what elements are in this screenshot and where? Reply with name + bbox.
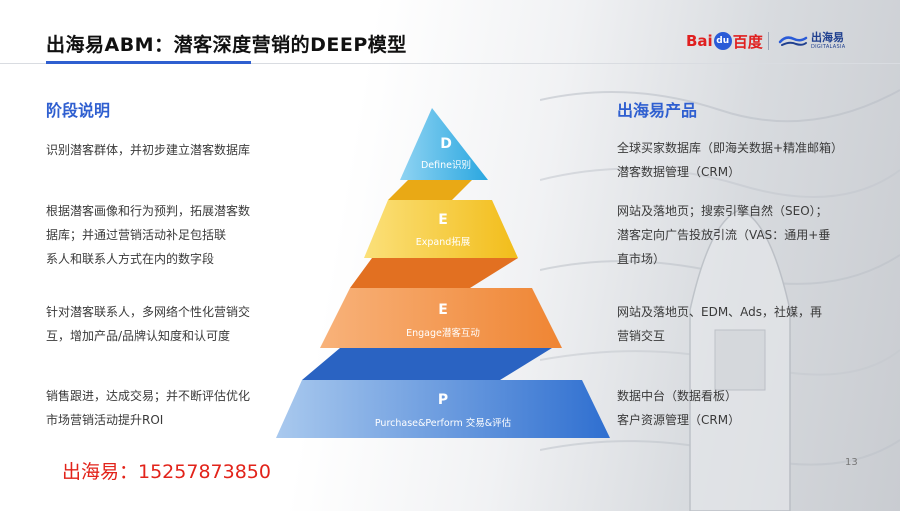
pyramid-tier-engage (320, 288, 562, 348)
text-line: 客户资源管理（CRM） (617, 413, 741, 427)
text-line: 市场营销活动提升ROI (46, 413, 164, 427)
text-line: 系人和联系人方式在内的数字段 (46, 252, 215, 266)
tier-label-p: Purchase&Perform 交易&评估 (375, 417, 512, 429)
text-line: 销售跟进，达成交易；并不断评估优化 (46, 389, 251, 403)
text-line: 互，增加产品/品牌认知度和认可度 (46, 329, 231, 343)
chuhaiyi-logo-sub: DIGITALASIA (811, 43, 846, 50)
stage-d-products: 全球买家数据库（即海关数据+精准邮箱） 潜客数据管理（CRM） (617, 136, 843, 184)
stage-e1-products: 网站及落地页；搜索引擎自然（SEO）； 潜客定向广告投放引流（VAS：通用+垂 … (617, 199, 830, 271)
connector-d-e (388, 180, 472, 200)
stage-d-description: 识别潜客群体，并初步建立潜客数据库 (46, 138, 250, 162)
tier-letter-d: D (440, 136, 452, 152)
connector-e-p (302, 348, 552, 380)
tier-letter-e2: E (438, 302, 448, 318)
stage-e2-products: 网站及落地页、EDM、Ads，社媒，再 营销交互 (617, 300, 822, 348)
chuhaiyi-mark-icon (778, 36, 808, 46)
logo-divider (768, 32, 769, 50)
pyramid-tier-define (400, 108, 488, 180)
tier-letter-p: P (438, 392, 448, 408)
contact-phone: 出海易：15257873850 (62, 461, 271, 483)
text-line: 营销交互 (617, 329, 666, 343)
page-number: 13 (845, 457, 858, 468)
deep-pyramid: D Define识别 E Expand拓展 E Engage潜客互动 P Pur… (276, 108, 610, 438)
text-line: 网站及落地页；搜索引擎自然（SEO）； (617, 204, 828, 218)
chuhaiyi-logo: 出海易 DIGITALASIA (778, 28, 845, 54)
baidu-logo-text: Bai (686, 32, 713, 50)
stage-e2-description: 针对潜客联系人，多网络个性化营销交 互，增加产品/品牌认知度和认可度 (46, 300, 250, 348)
tier-label-e2: Engage潜客互动 (406, 327, 480, 339)
text-line: 潜客数据管理（CRM） (617, 165, 741, 179)
title-underline (0, 63, 900, 64)
text-line: 识别潜客群体，并初步建立潜客数据库 (46, 143, 251, 157)
text-line: 数据中台（数据看板） (617, 389, 738, 403)
text-line: 网站及落地页、EDM、Ads，社媒，再 (617, 305, 823, 319)
tier-letter-e1: E (438, 212, 448, 228)
stage-p-description: 销售跟进，达成交易；并不断评估优化 市场营销活动提升ROI (46, 384, 250, 432)
stage-e1-description: 根据潜客画像和行为预判，拓展潜客数 据库；并通过营销活动补足包括联 系人和联系人… (46, 199, 250, 271)
baidu-logo-cn: 百度 (732, 32, 763, 51)
title-accent-bar (46, 61, 251, 64)
chuhaiyi-logo-name: 出海易 (811, 30, 844, 44)
page-title: 出海易ABM：潜客深度营销的DEEP模型 (46, 34, 407, 56)
connector-e-e (350, 258, 518, 288)
text-line: 直市场） (617, 252, 666, 266)
text-line: 针对潜客联系人，多网络个性化营销交 (46, 305, 251, 319)
text-line: 全球买家数据库（即海关数据+精准邮箱） (617, 141, 844, 155)
text-line: 据库；并通过营销活动补足包括联 (46, 228, 227, 242)
tier-label-d: Define识别 (421, 160, 471, 171)
right-heading: 出海易产品 (617, 101, 698, 120)
text-line: 潜客定向广告投放引流（VAS：通用+垂 (617, 228, 831, 242)
tier-label-e1: Expand拓展 (416, 236, 471, 248)
stage-p-products: 数据中台（数据看板） 客户资源管理（CRM） (617, 384, 740, 432)
left-heading: 阶段说明 (46, 101, 111, 120)
pyramid-tier-expand (364, 200, 518, 258)
text-line: 根据潜客画像和行为预判，拓展潜客数 (46, 204, 251, 218)
sea-background-image (540, 89, 900, 511)
pyramid-tier-purchase (276, 380, 610, 438)
baidu-paw-icon: du (713, 32, 732, 50)
